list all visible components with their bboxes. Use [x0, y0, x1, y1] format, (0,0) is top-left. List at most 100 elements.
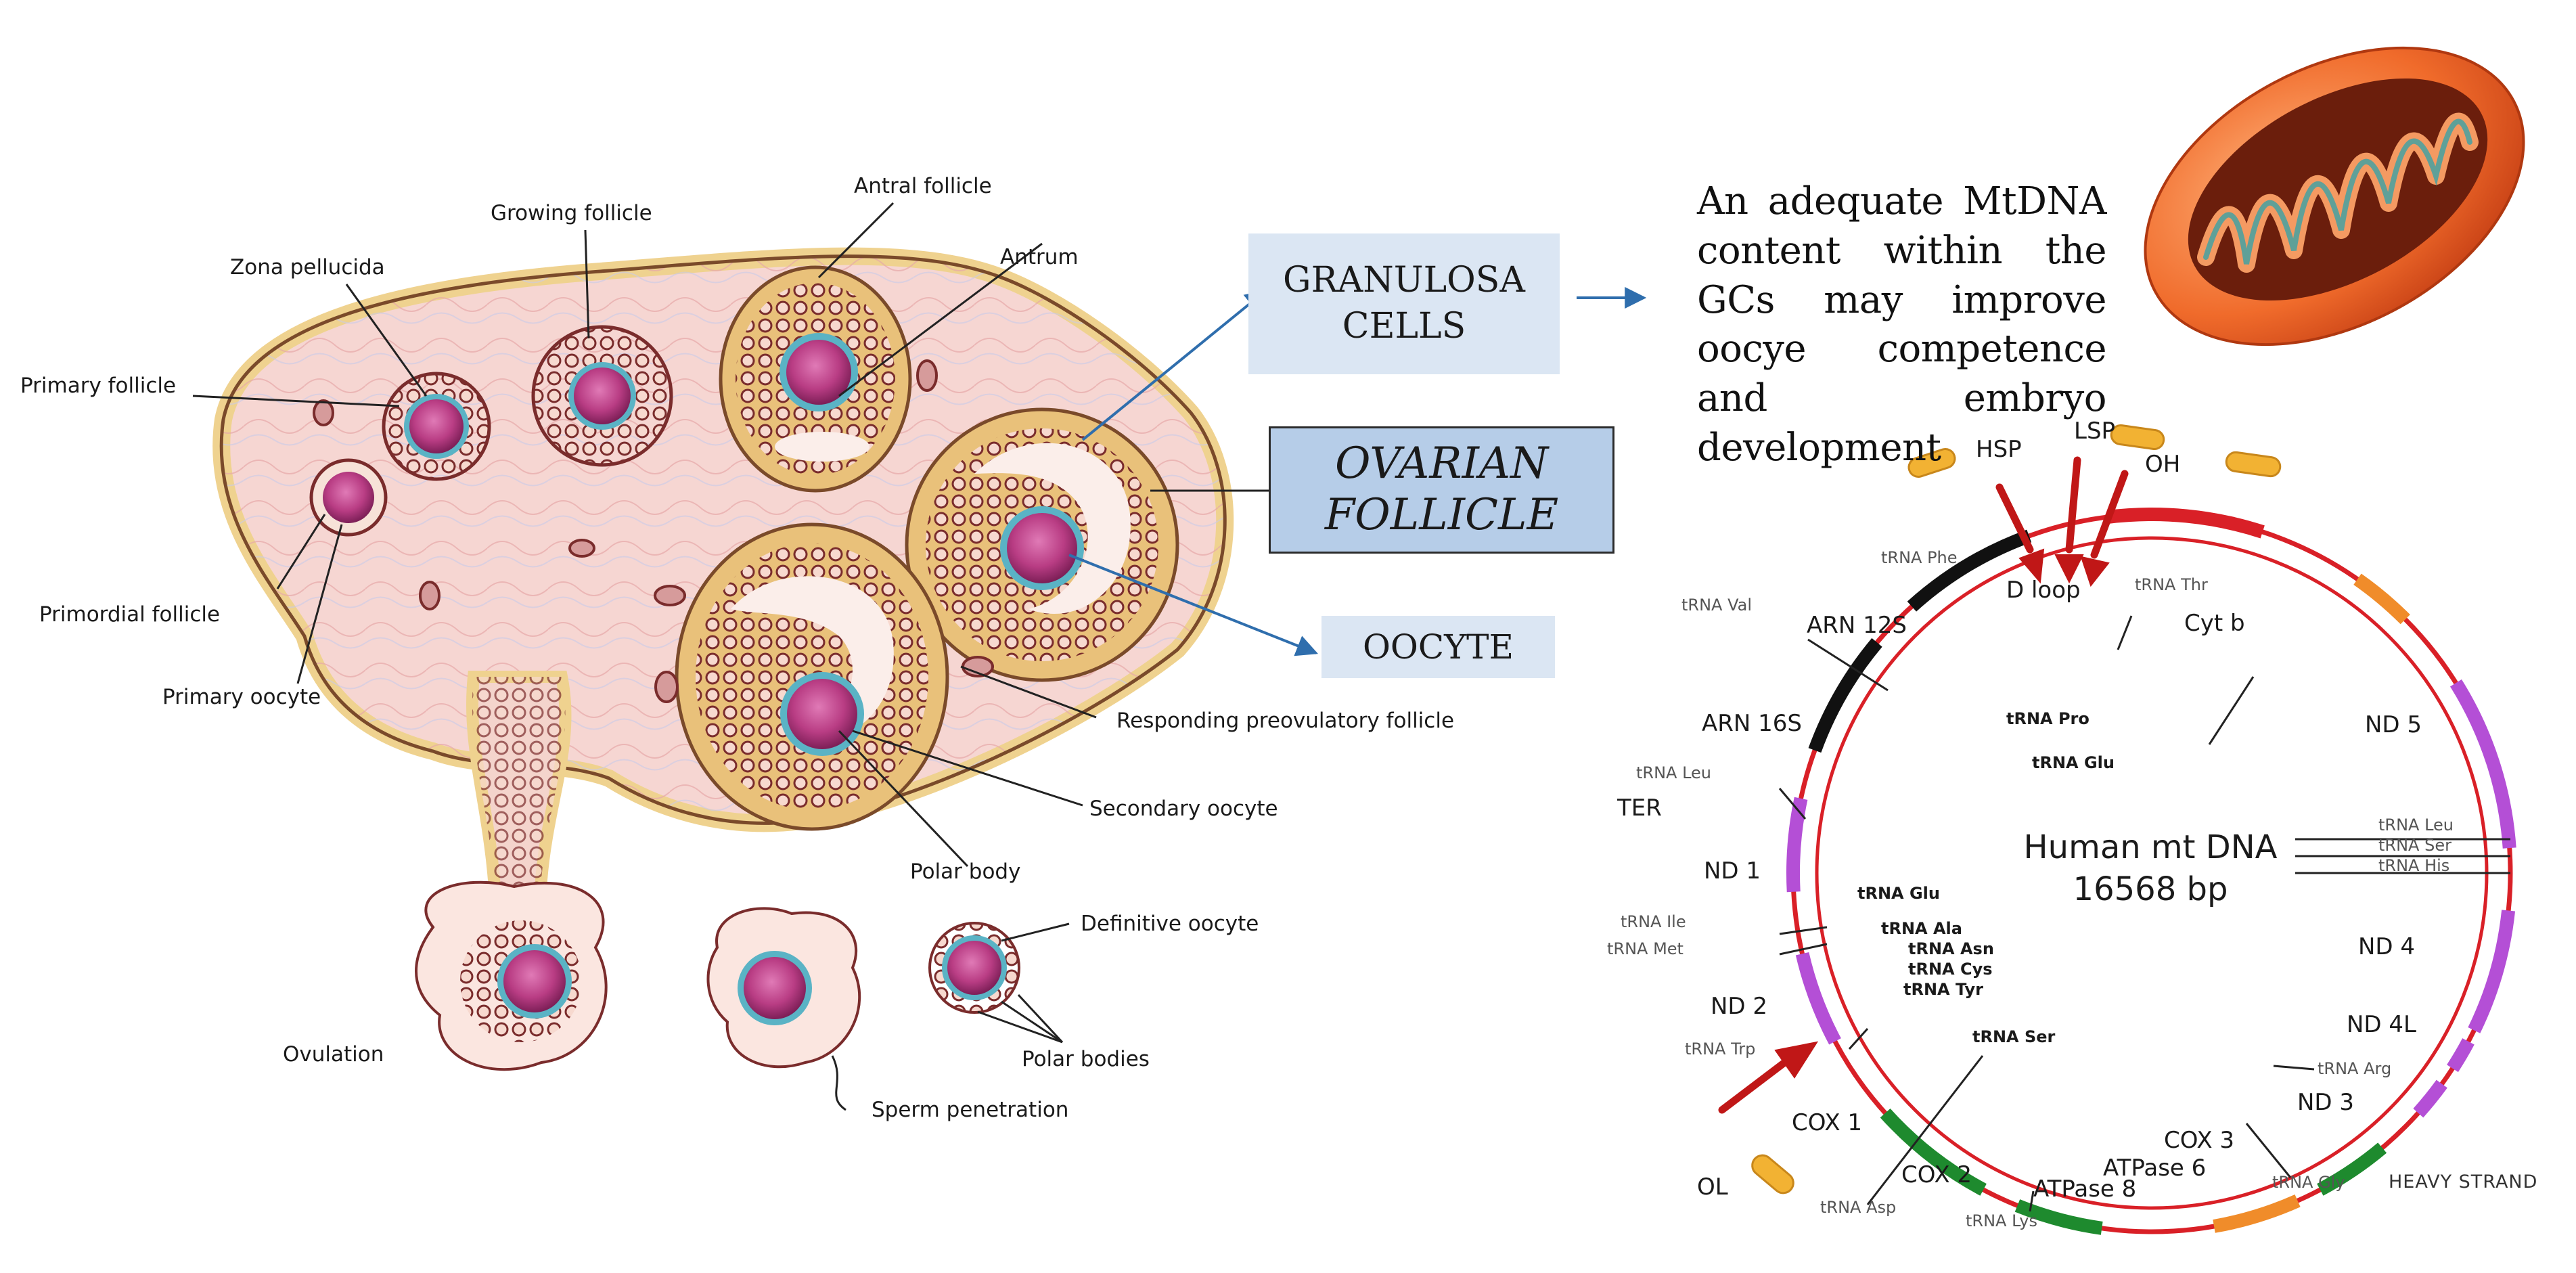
arc-cox1: [1880, 1108, 1987, 1196]
label-responding-preovulatory-follicle: Responding preovulatory follicle: [1116, 709, 1454, 733]
gene-nd4l: ND 4L: [2347, 1011, 2416, 1038]
trna-lys: tRNA Lys: [1966, 1211, 2037, 1230]
arc-nd5: [2449, 679, 2516, 849]
label-primary-follicle: Primary follicle: [20, 374, 176, 398]
leader-line-3: [2117, 615, 2133, 650]
label-polar-bodies: Polar bodies: [1022, 1047, 1150, 1071]
granulosa-cells-box: GRANULOSA CELLS: [1248, 233, 1560, 374]
arc-nd2: [1795, 952, 1841, 1045]
gene-arn16s: ARN 16S: [1702, 710, 1802, 737]
leader-line-12: [2029, 1190, 2035, 1212]
label-ovulation: Ovulation: [283, 1042, 384, 1067]
granulosa-line1: GRANULOSA: [1283, 260, 1525, 301]
gene-cox2: COX 2: [1901, 1161, 1972, 1188]
label-antral-follicle: Antral follicle: [854, 174, 992, 198]
primary-follicle: [382, 372, 491, 481]
arrow-to-oocyte: [1068, 554, 1318, 656]
label-polar-body: Polar body: [910, 859, 1020, 884]
leader-line-11: [1866, 1055, 1984, 1205]
arc-nd4: [2468, 910, 2516, 1033]
trna-met: tRNA Met: [1607, 939, 1684, 958]
label-oh: OH: [2145, 451, 2180, 478]
trna-pro: tRNA Pro: [2006, 709, 2089, 728]
preovulatory-follicle-center: [675, 522, 949, 831]
leader-line-13: [2245, 1123, 2292, 1178]
arc-atpase6: [2213, 1194, 2301, 1233]
trna-ile: tRNA Ile: [1621, 912, 1686, 931]
arrow-to-granulosa: [1081, 289, 1267, 441]
arc-cox2: [2014, 1199, 2103, 1235]
arc-nd3: [2413, 1079, 2447, 1118]
growing-follicle: [531, 325, 673, 467]
trna-asn: tRNA Asn: [1908, 939, 1994, 958]
leader-line-0: [1807, 638, 1889, 692]
trna-ala: tRNA Ala: [1881, 919, 1962, 938]
mtdna-map: Human mt DNA 16568 bp HSP LSP OH OL D lo…: [1607, 418, 2537, 1235]
gene-arn12s: ARN 12S: [1807, 612, 1907, 639]
leader-line-5: [1779, 943, 1828, 956]
ovarian-line2: FOLLICLE: [1324, 490, 1559, 540]
label-definitive-oocyte: Definitive oocyte: [1081, 912, 1259, 936]
trna-ser-inner: tRNA Ser: [1972, 1027, 2056, 1046]
leader-line-4: [1779, 926, 1828, 935]
oocyte-box: OOCYTE: [1321, 616, 1555, 678]
mitochondrion-illustration: [2144, 46, 2525, 347]
promoter-pill-oh: [2225, 451, 2282, 478]
label-secondary-oocyte: Secondary oocyte: [1089, 797, 1278, 821]
sperm-penetration-cell: [706, 907, 861, 1111]
gene-nd4: ND 4: [2358, 933, 2415, 960]
ovary-illustration: Zona pellucida Growing follicle Antral f…: [20, 174, 1454, 1122]
antral-follicle: [719, 265, 912, 493]
leader-line-2: [2208, 676, 2255, 745]
mtdna-size: 16568 bp: [2073, 870, 2228, 908]
trna-gly: tRNA Gly: [2272, 1173, 2345, 1192]
trna-thr: tRNA Thr: [2135, 575, 2208, 594]
trna-asp: tRNA Asp: [1820, 1198, 1896, 1217]
label-heavy-strand: HEAVY STRAND: [2389, 1171, 2537, 1192]
arc-arn12s: [1907, 529, 2032, 612]
ovulation-cell: [415, 880, 608, 1071]
flow-arrows: [1068, 287, 1647, 656]
trna-his: tRNA His: [2378, 856, 2449, 875]
arc-nd1: [1786, 797, 1808, 893]
arc-cox3: [2317, 1142, 2387, 1196]
label-hsp: HSP: [1976, 436, 2022, 463]
trna-trp: tRNA Trp: [1685, 1040, 1755, 1058]
ovarian-line1: OVARIAN: [1334, 439, 1549, 489]
leader-line-1: [1778, 788, 1807, 820]
gene-cyt-b: Cyt b: [2184, 610, 2245, 637]
arc-nd4l: [2447, 1038, 2475, 1073]
promoter-pill-left: [1907, 448, 1956, 478]
trna-glu-inner-left: tRNA Glu: [1857, 884, 1940, 903]
label-zona-pellucida: Zona pellucida: [230, 255, 385, 280]
gene-ter: TER: [1617, 795, 1662, 822]
label-primordial-follicle: Primordial follicle: [39, 602, 220, 627]
gene-nd1: ND 1: [1704, 857, 1761, 885]
trna-leu-left: tRNA Leu: [1636, 763, 1711, 782]
trna-leu-right: tRNA Leu: [2378, 816, 2454, 834]
arc-d-loop: [2107, 508, 2265, 539]
label-growing-follicle: Growing follicle: [491, 201, 652, 225]
trna-glu-inner-top: tRNA Glu: [2032, 753, 2115, 772]
gene-d-loop: D loop: [2006, 577, 2081, 604]
primordial-follicle: [309, 458, 388, 537]
mtdna-statement: An adequate MtDNA content within the GCs…: [1697, 179, 2107, 470]
gene-nd5: ND 5: [2365, 711, 2422, 738]
gene-nd2: ND 2: [1711, 993, 1767, 1020]
trna-cys: tRNA Cys: [1908, 960, 1993, 979]
promoter-pill-lsp: [2110, 424, 2165, 450]
granulosa-line2: CELLS: [1342, 306, 1466, 347]
leader-line-10: [2273, 1065, 2315, 1071]
gene-nd3: ND 3: [2297, 1089, 2354, 1116]
trna-phe: tRNA Phe: [1881, 548, 1958, 567]
trna-tyr: tRNA Tyr: [1903, 980, 1983, 999]
gene-atpase6: ATPase 6: [2103, 1155, 2206, 1182]
preovulatory-follicle-right: [905, 407, 1179, 682]
label-primary-oocyte: Primary oocyte: [162, 685, 321, 709]
trna-val: tRNA Val: [1681, 596, 1752, 615]
gene-cox3: COX 3: [2164, 1127, 2234, 1154]
label-ol: OL: [1697, 1174, 1728, 1201]
trna-arg: tRNA Arg: [2318, 1059, 2391, 1078]
